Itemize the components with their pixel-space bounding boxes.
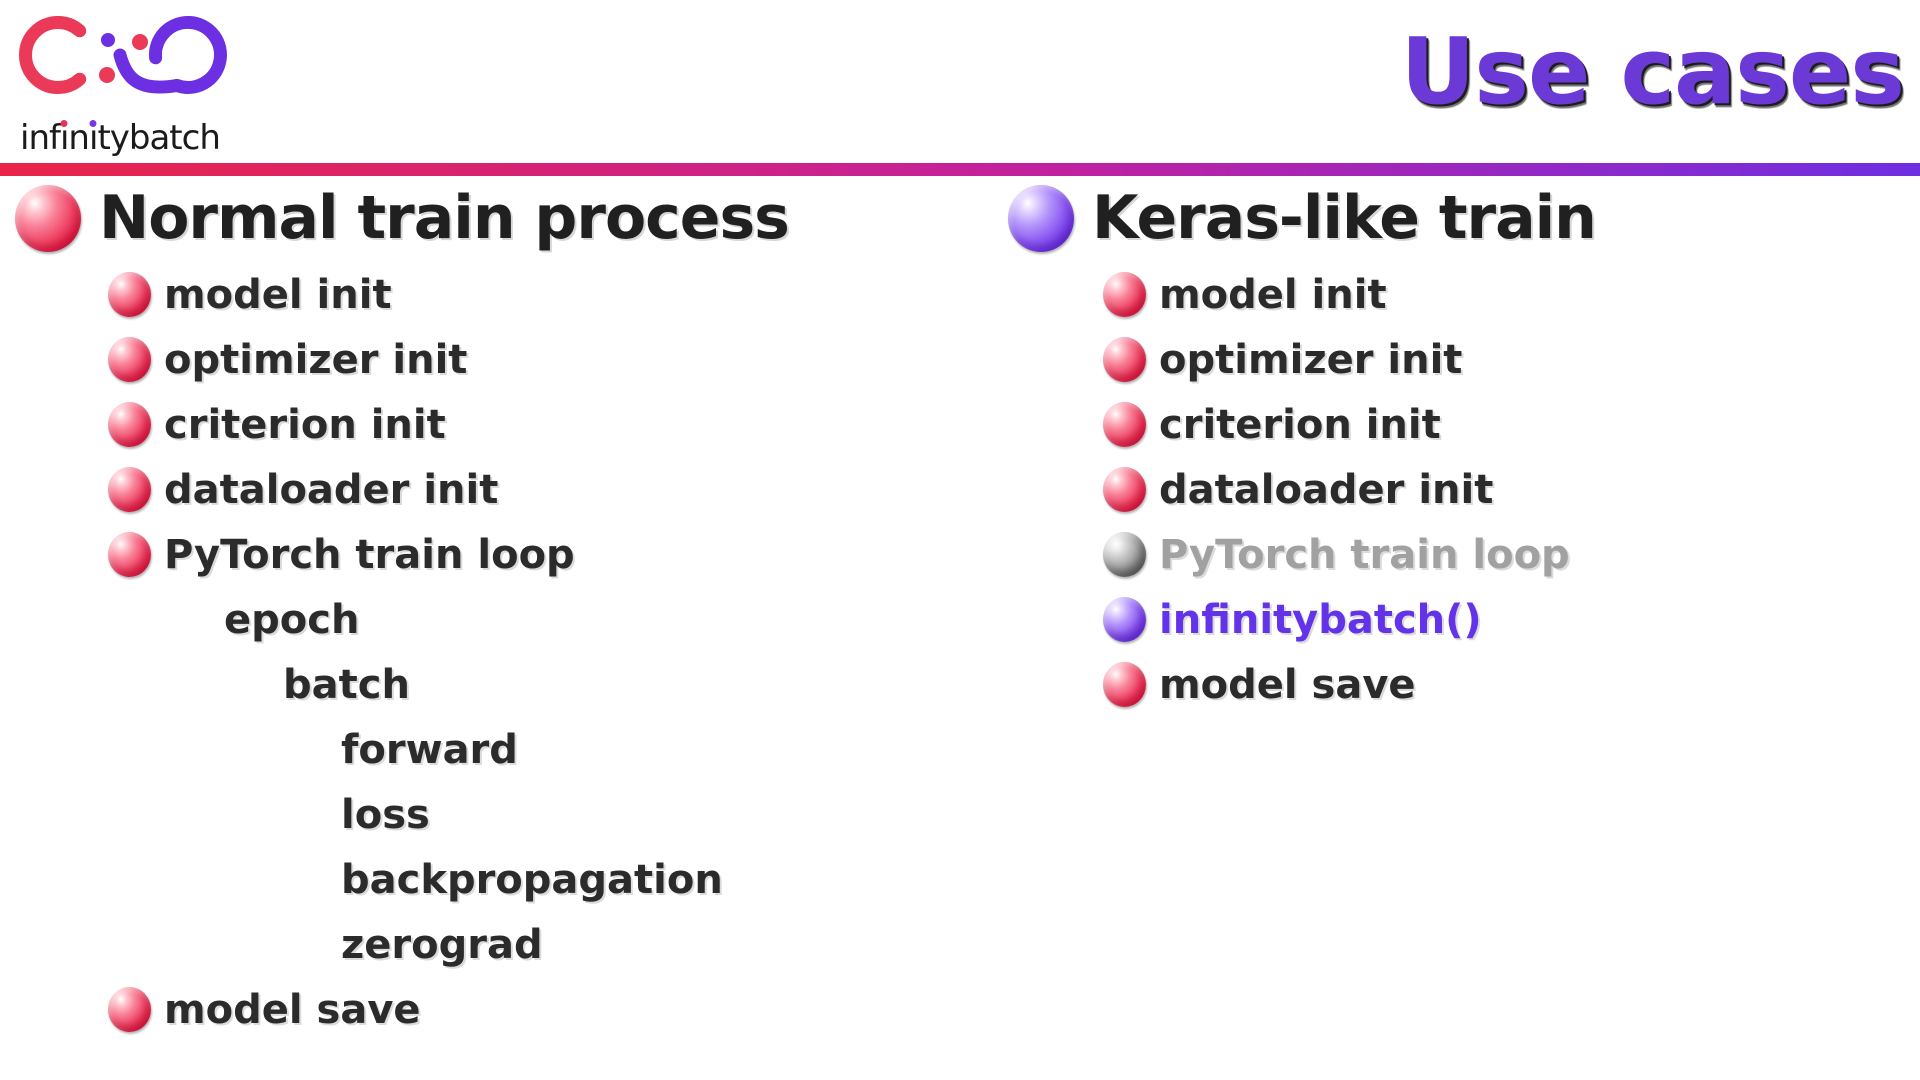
outline-item-label: model init: [164, 271, 392, 318]
red-sphere-bullet-icon: [1103, 662, 1146, 707]
brand-letter: ı: [59, 118, 70, 158]
outline-item: PyTorch train loop: [1103, 522, 1570, 587]
outline-item-label: infinitybatch(): [1159, 596, 1482, 643]
outline-item-label: forward: [341, 726, 518, 773]
red-sphere-bullet-icon: [1103, 467, 1146, 512]
brand-letter: tybatch: [97, 118, 220, 158]
red-sphere-bullet-icon: [1103, 402, 1146, 447]
outline-item-label: optimizer init: [1159, 336, 1463, 383]
outline-item-label: criterion init: [164, 401, 446, 448]
outline-item-label: model save: [1159, 661, 1416, 708]
red-sphere-bullet-icon: [108, 987, 151, 1032]
outline-item-label: zerograd: [341, 921, 543, 968]
outline-item: epoch: [108, 587, 723, 652]
outline-item: backpropagation: [108, 847, 723, 912]
outline-item-label: model save: [164, 986, 421, 1033]
outline-item: infinitybatch(): [1103, 587, 1570, 652]
outline-list-keras-like: model init optimizer init criterion init da…: [1103, 262, 1570, 717]
red-sphere-bullet-icon: [108, 467, 151, 512]
outline-item-label: criterion init: [1159, 401, 1441, 448]
brand-letter: ı: [88, 118, 99, 158]
red-sphere-bullet-icon: [108, 532, 151, 577]
outline-item-label: model init: [1159, 271, 1387, 318]
outline-item-label: dataloader init: [1159, 466, 1494, 513]
logo-right-loop: [149, 15, 227, 94]
column-heading-label: Keras-like train: [1092, 183, 1597, 253]
brand-letter: inf: [20, 118, 61, 158]
outline-item: criterion init: [1103, 392, 1570, 457]
outline-item: zerograd: [108, 912, 723, 977]
outline-item: optimizer init: [1103, 327, 1570, 392]
outline-item-label: epoch: [224, 596, 360, 643]
gray-sphere-bullet-icon: [1103, 532, 1146, 577]
outline-item-label: optimizer init: [164, 336, 468, 383]
column-heading-normal-train: Normal train process: [15, 183, 790, 253]
red-sphere-bullet-icon: [108, 337, 151, 382]
page-title: Use cases: [1400, 18, 1905, 125]
brand-letter: n: [68, 118, 90, 158]
red-sphere-bullet-icon: [108, 402, 151, 447]
outline-item: loss: [108, 782, 723, 847]
heading-sphere-bullet: [1008, 184, 1074, 252]
outline-item: dataloader init: [108, 457, 723, 522]
logo-tail: [113, 48, 184, 94]
outline-item-label: backpropagation: [341, 856, 723, 903]
heading-sphere-bullet: [15, 184, 81, 252]
outline-item: forward: [108, 717, 723, 782]
red-sphere-bullet-icon: [1103, 337, 1146, 382]
outline-item: dataloader init: [1103, 457, 1570, 522]
logo-left-loop: [19, 16, 87, 94]
brand-wordmark: infınıtybatch: [20, 118, 221, 158]
outline-item-label: PyTorch train loop: [1159, 531, 1570, 578]
outline-item-label: loss: [341, 791, 430, 838]
outline-item: criterion init: [108, 392, 723, 457]
logo-dot-purple: [101, 33, 115, 47]
outline-item: model init: [108, 262, 723, 327]
red-sphere-bullet-icon: [108, 272, 151, 317]
outline-item-label: dataloader init: [164, 466, 499, 513]
column-heading-keras-like: Keras-like train: [1008, 183, 1597, 253]
outline-list-normal-train: model init optimizer init criterion init da…: [108, 262, 723, 1042]
gradient-divider: [0, 163, 1920, 176]
logo-dot-red: [132, 34, 148, 50]
outline-item: optimizer init: [108, 327, 723, 392]
outline-item: model init: [1103, 262, 1570, 327]
outline-item-label: PyTorch train loop: [164, 531, 575, 578]
column-heading-label: Normal train process: [99, 183, 790, 253]
red-sphere-bullet-icon: [1103, 272, 1146, 317]
purple-sphere-bullet-icon: [1103, 597, 1146, 642]
outline-item: model save: [1103, 652, 1570, 717]
outline-item: model save: [108, 977, 723, 1042]
infinity-logo-icon: [19, 15, 227, 94]
outline-item: PyTorch train loop: [108, 522, 723, 587]
outline-item-label: batch: [283, 661, 410, 708]
outline-item: batch: [108, 652, 723, 717]
logo-dot-red: [99, 67, 115, 83]
